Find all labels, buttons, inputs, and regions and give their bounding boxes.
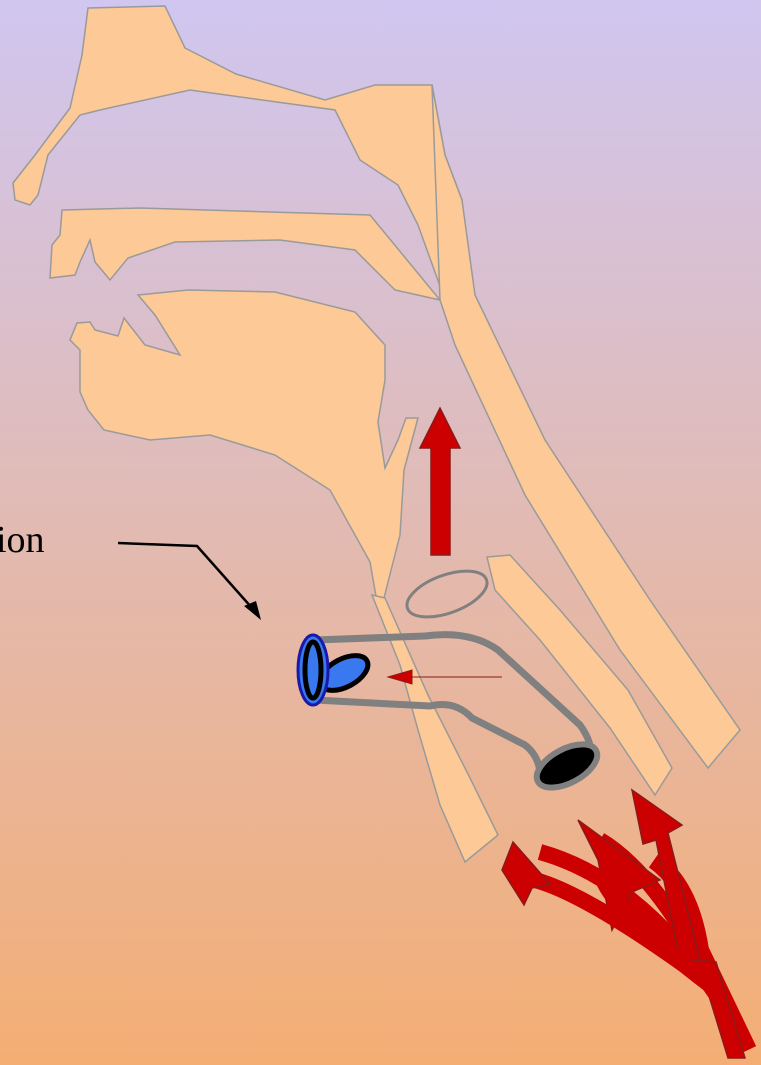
cuff-ring-inner (305, 642, 321, 698)
tube-opening (530, 735, 604, 796)
palate-shape (50, 208, 440, 300)
arrow-up-icon (420, 408, 460, 555)
anatomy (13, 6, 740, 862)
callout-pointer (118, 543, 261, 620)
arrow-left-icon (388, 670, 502, 684)
branching-arrow-icon (502, 790, 748, 1058)
callout-label: ion (0, 518, 45, 562)
tube-cuff (298, 635, 374, 705)
tongue-shape (70, 290, 418, 602)
glottis-ring (401, 562, 493, 626)
